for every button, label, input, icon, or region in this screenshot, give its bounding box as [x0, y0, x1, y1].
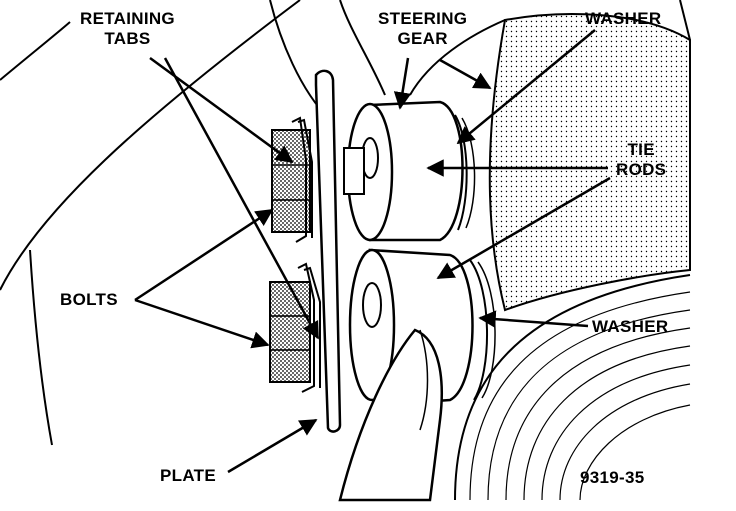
label-retaining-tabs-line1: RETAINING [80, 9, 175, 28]
label-steering-gear-line2: GEAR [397, 29, 448, 48]
lower-bolt [269, 281, 311, 383]
plate [314, 69, 342, 433]
label-washer-bottom: WASHER [592, 317, 669, 336]
label-tie-rods-line1: TIE [627, 140, 655, 159]
drum [454, 274, 691, 501]
figure-number: 9319-35 [580, 468, 645, 487]
label-washer-top: WASHER [585, 9, 662, 28]
upper-tie-rod [346, 100, 476, 242]
label-retaining-tabs: RETAINING TABS [80, 9, 175, 49]
label-retaining-tabs-line2: TABS [104, 29, 151, 48]
label-bolts: BOLTS [60, 290, 118, 309]
lower-tie-rod [338, 248, 496, 502]
steering-gear-housing [409, 0, 691, 312]
retaining-tabs [291, 116, 321, 393]
label-steering-gear: STEERING GEAR [378, 9, 467, 49]
label-steering-gear-line1: STEERING [378, 9, 468, 28]
label-tie-rods: TIE RODS [616, 140, 666, 180]
label-tie-rods-line2: RODS [616, 160, 667, 179]
label-plate: PLATE [160, 466, 216, 485]
leader-lines [134, 29, 611, 474]
